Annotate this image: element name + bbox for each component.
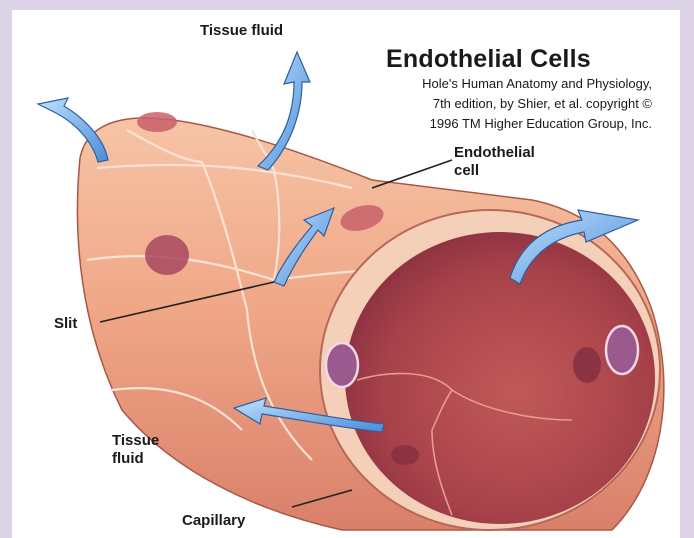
label-endothelial-cell-line2: cell [454,162,535,180]
diagram-title: Endothelial Cells [386,44,591,74]
credit-line-2: 7th edition, by Shier, et al. copyright … [422,94,652,114]
lumen [345,232,655,524]
label-tissue-fluid-bottom: Tissue fluid [112,432,159,468]
label-tissue-fluid-bottom-line2: fluid [112,450,159,468]
label-tissue-fluid-top: Tissue fluid [200,22,283,40]
label-slit: Slit [54,315,77,333]
label-endothelial-cell-line1: Endothelial [454,144,535,162]
label-tissue-fluid-bottom-line1: Tissue [112,432,159,450]
label-capillary: Capillary [182,512,245,530]
label-endothelial-cell: Endothelial cell [454,144,535,180]
credit-line-1: Hole's Human Anatomy and Physiology, [422,74,652,94]
diagram-frame: Tissue fluid Endothelial Cells Hole's Hu… [12,10,680,538]
credit-line-3: 1996 TM Higher Education Group, Inc. [422,114,652,134]
credit-block: Hole's Human Anatomy and Physiology, 7th… [422,74,652,134]
